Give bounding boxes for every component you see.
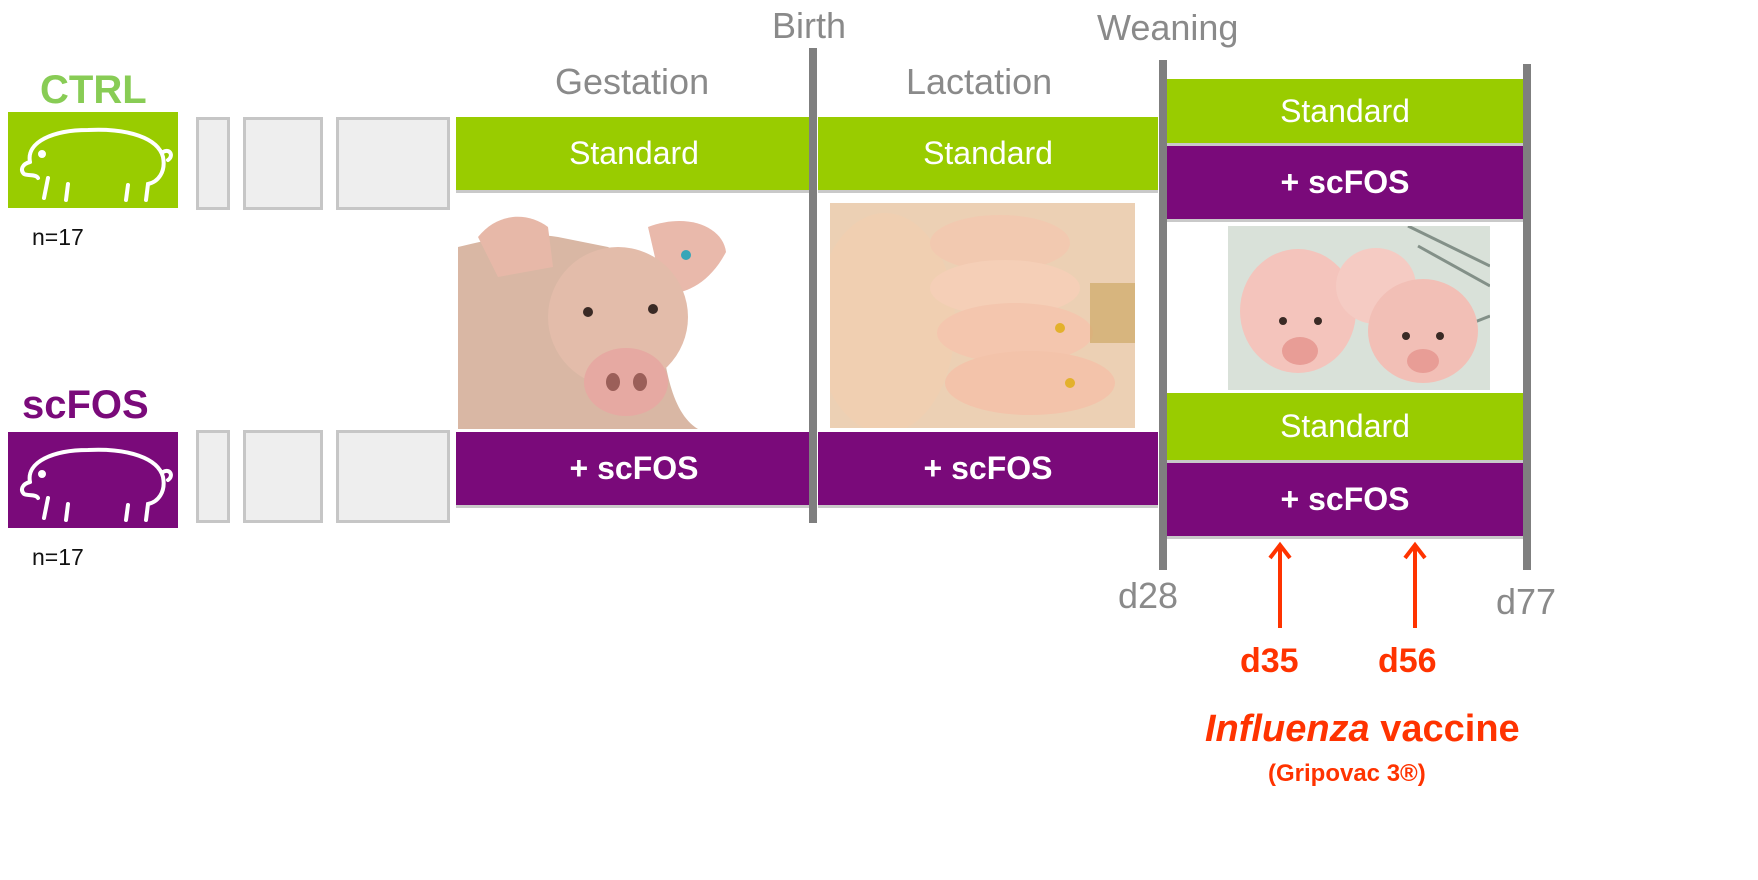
pre-box [196, 117, 230, 210]
vaccine-label: Influenza vaccine [1205, 708, 1520, 751]
end-line [1523, 64, 1531, 570]
lactation-standard-bar: Standard [818, 117, 1158, 193]
pig-icon [8, 112, 178, 208]
scfos-group-title: scFOS [22, 385, 149, 425]
vaccine-name-italic: Influenza [1205, 708, 1370, 750]
weaning-line [1159, 60, 1167, 570]
weaning-label: Weaning [1097, 10, 1238, 46]
gestation-scfos-bar: + scFOS [456, 432, 812, 508]
ctrl-n-label: n=17 [32, 226, 84, 249]
post-scfos-scfos-bar: + scFOS [1167, 463, 1523, 539]
sow-photo [458, 207, 730, 429]
weaned-piglets-photo [1228, 226, 1490, 390]
pre-box [336, 430, 450, 523]
arrow-up-icon [1400, 540, 1430, 630]
pre-box [243, 117, 323, 210]
lactation-label: Lactation [906, 64, 1052, 100]
d28-label: d28 [1118, 578, 1178, 614]
gestation-label: Gestation [555, 64, 709, 100]
d56-label: d56 [1378, 642, 1437, 681]
post-scfos-standard-bar: Standard [1167, 393, 1523, 463]
pig-icon [8, 432, 178, 528]
post-ctrl-standard-bar: Standard [1167, 79, 1523, 146]
pre-box [243, 430, 323, 523]
pre-box [336, 117, 450, 210]
gestation-standard-bar: Standard [456, 117, 812, 193]
ctrl-group-title: CTRL [40, 70, 147, 110]
birth-label: Birth [772, 8, 846, 44]
pre-box [196, 430, 230, 523]
piglets-nursing-photo [830, 203, 1135, 428]
post-ctrl-scfos-bar: + scFOS [1167, 146, 1523, 222]
birth-line [809, 48, 817, 523]
arrow-up-icon [1265, 540, 1295, 630]
lactation-scfos-bar: + scFOS [818, 432, 1158, 508]
scfos-n-label: n=17 [32, 546, 84, 569]
vaccine-name-rest: vaccine [1370, 708, 1520, 750]
d35-label: d35 [1240, 642, 1299, 681]
vaccine-brand: (Gripovac 3®) [1268, 760, 1426, 788]
d77-label: d77 [1496, 584, 1556, 620]
